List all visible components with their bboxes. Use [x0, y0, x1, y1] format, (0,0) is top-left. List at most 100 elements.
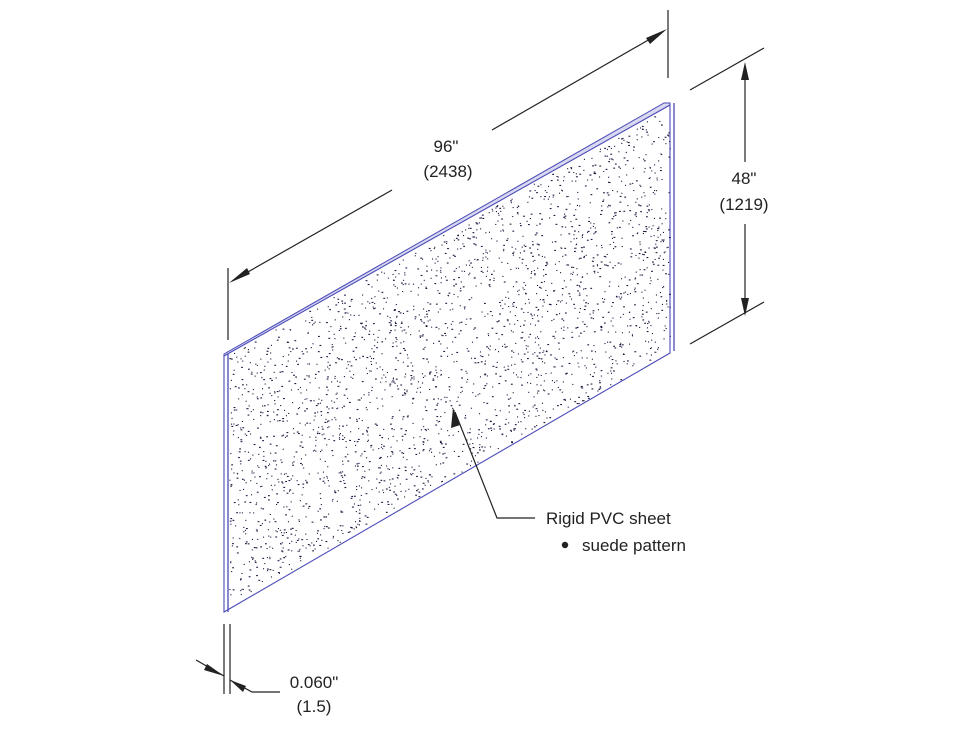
- speckle-dot: [467, 432, 469, 434]
- speckle-dot: [245, 533, 247, 535]
- speckle-dot: [526, 220, 528, 222]
- speckle-dot: [480, 228, 482, 230]
- speckle-dot: [596, 245, 598, 247]
- speckle-dot: [470, 407, 472, 409]
- speckle-dot: [240, 579, 242, 581]
- speckle-dot: [537, 248, 539, 250]
- speckle-dot: [651, 209, 653, 211]
- speckle-dot: [309, 382, 311, 384]
- speckle-dot: [568, 362, 571, 364]
- speckle-dot: [491, 238, 493, 240]
- speckle-dot: [276, 493, 278, 495]
- speckle-dot: [412, 473, 414, 475]
- speckle-dot: [304, 398, 306, 400]
- speckle-dot: [341, 359, 343, 361]
- speckle-dot: [327, 389, 329, 391]
- speckle-dot: [401, 330, 403, 332]
- speckle-dot: [312, 343, 314, 345]
- speckle-dot: [244, 355, 246, 357]
- speckle-dot: [309, 545, 311, 547]
- speckle-dot: [601, 247, 603, 249]
- speckle-dot: [400, 428, 403, 430]
- speckle-dot: [623, 139, 625, 141]
- speckle-dot: [541, 235, 544, 237]
- speckle-dot: [660, 234, 662, 236]
- speckle-dot: [363, 450, 366, 452]
- speckle-dot: [623, 360, 625, 362]
- speckle-dot: [258, 579, 261, 581]
- speckle-dot: [561, 294, 563, 296]
- speckle-dot: [377, 336, 379, 338]
- speckle-dot: [539, 299, 541, 301]
- speckle-dot: [417, 387, 419, 389]
- speckle-dot: [552, 173, 554, 175]
- speckle-dot: [503, 230, 505, 232]
- speckle-dot: [532, 353, 534, 355]
- speckle-dot: [256, 575, 258, 577]
- speckle-dot: [624, 291, 626, 293]
- speckle-dot: [659, 217, 661, 219]
- speckle-dot: [235, 424, 238, 426]
- speckle-dot: [537, 284, 539, 286]
- speckle-dot: [498, 383, 501, 385]
- speckle-dot: [531, 428, 533, 430]
- speckle-dot: [600, 261, 603, 263]
- speckle-dot: [352, 377, 354, 379]
- speckle-dot: [270, 358, 272, 360]
- speckle-dot: [587, 395, 590, 397]
- speckle-dot: [668, 273, 670, 275]
- speckle-dot: [645, 340, 647, 342]
- speckle-dot: [288, 564, 290, 566]
- speckle-dot: [335, 304, 338, 306]
- speckle-dot: [274, 392, 276, 394]
- speckle-dot: [484, 373, 486, 375]
- speckle-dot: [536, 355, 539, 357]
- speckle-dot: [264, 519, 267, 521]
- speckle-dot: [255, 547, 258, 549]
- speckle-dot: [337, 540, 339, 542]
- speckle-dot: [313, 419, 315, 421]
- speckle-dot: [375, 487, 377, 489]
- speckle-dot: [389, 489, 391, 491]
- speckle-dot: [371, 386, 373, 388]
- speckle-dot: [661, 208, 663, 210]
- speckle-dot: [458, 266, 460, 268]
- speckle-dot: [669, 293, 671, 295]
- speckle-dot: [609, 205, 611, 207]
- speckle-dot: [422, 334, 424, 336]
- speckle-dot: [380, 471, 382, 473]
- speckle-dot: [562, 255, 564, 257]
- speckle-dot: [299, 500, 301, 502]
- speckle-dot: [556, 303, 558, 305]
- speckle-dot: [586, 239, 589, 241]
- speckle-dot: [396, 287, 398, 289]
- speckle-dot: [384, 389, 386, 391]
- speckle-dot: [496, 240, 498, 242]
- speckle-dot: [571, 226, 574, 228]
- speckle-dot: [385, 488, 388, 490]
- speckle-dot: [369, 370, 371, 372]
- speckle-dot: [252, 558, 254, 560]
- speckle-dot: [279, 566, 282, 568]
- speckle-dot: [666, 300, 668, 302]
- speckle-dot: [662, 287, 664, 289]
- speckle-dot: [442, 462, 445, 464]
- speckle-dot: [626, 174, 628, 176]
- speckle-dot: [314, 449, 316, 451]
- speckle-dot: [367, 301, 369, 303]
- speckle-dot: [636, 283, 639, 285]
- speckle-dot: [467, 378, 469, 380]
- speckle-dot: [376, 397, 378, 399]
- speckle-dot: [555, 314, 558, 316]
- speckle-dot: [247, 408, 249, 410]
- speckle-dot: [534, 273, 536, 275]
- speckle-dot: [347, 364, 349, 366]
- speckle-dot: [358, 524, 360, 526]
- speckle-dot: [469, 443, 471, 445]
- speckle-dot: [591, 388, 594, 390]
- speckle-dot: [358, 314, 360, 316]
- speckle-dot: [266, 436, 268, 438]
- speckle-dot: [654, 164, 656, 166]
- speckle-dot: [515, 267, 517, 269]
- height-extension-bottom: [689, 301, 765, 345]
